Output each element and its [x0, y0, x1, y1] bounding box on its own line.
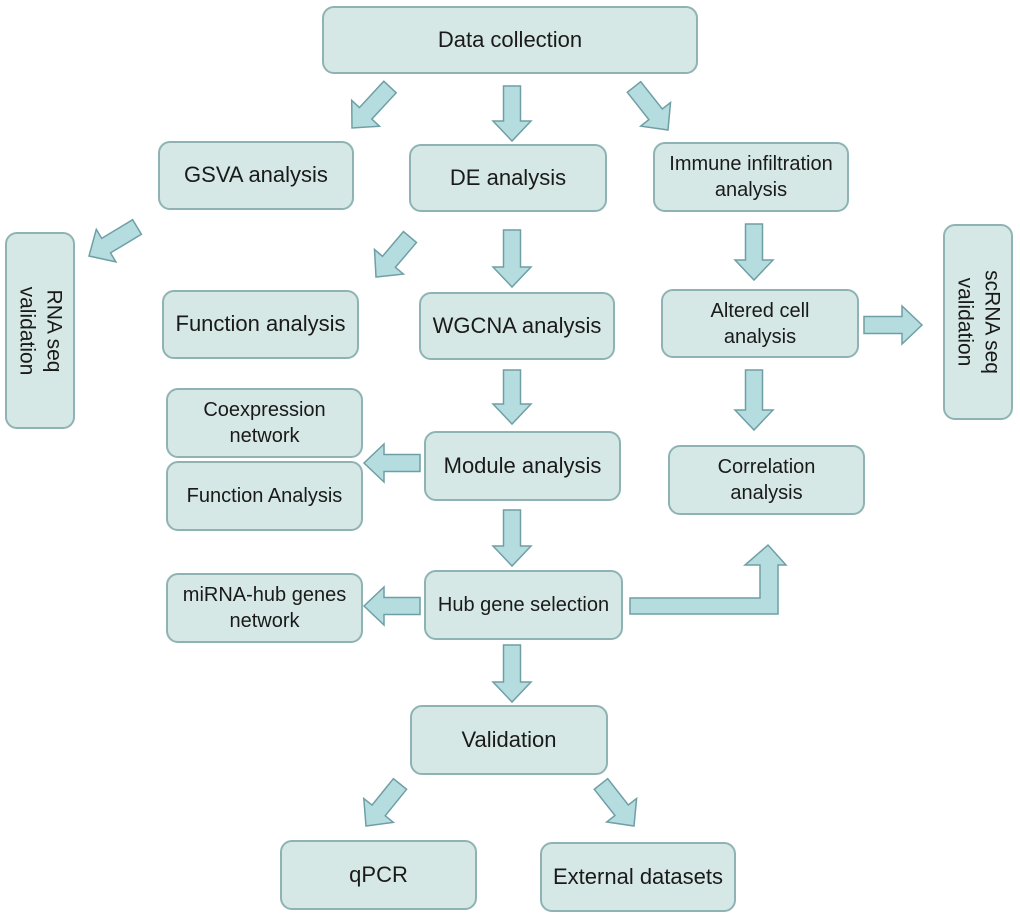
- arrow-data-to-gsva: [350, 80, 398, 129]
- node-immune-infiltration-line-1: Immune infiltration: [669, 153, 833, 175]
- node-rna-seq-validation-line-2: validation: [15, 286, 38, 375]
- node-module-analysis: Module analysis: [424, 431, 621, 501]
- node-correlation-line-2: analysis: [730, 482, 803, 504]
- arrow-altered-to-scrna: [863, 304, 924, 346]
- node-coexpression-line-2: network: [229, 425, 300, 447]
- node-scrna-seq-validation-line-1: scRNA seq: [980, 270, 1004, 374]
- node-data-collection: Data collection: [322, 6, 698, 74]
- node-validation: Validation: [410, 705, 608, 775]
- node-module-analysis-label: Module analysis: [443, 452, 602, 478]
- arrow-data-to-de: [491, 85, 533, 143]
- node-function-analysis-label: Function analysis: [175, 311, 346, 337]
- node-data-collection-label: Data collection: [437, 26, 583, 52]
- node-coexpression-network: Coexpression network: [166, 388, 363, 458]
- node-function-analysis-2-label: Function Analysis: [186, 485, 343, 507]
- node-function-analysis: Function analysis: [162, 290, 359, 359]
- node-immune-infiltration-line-2: analysis: [714, 179, 788, 201]
- node-correlation-analysis: Correlation analysis: [668, 445, 865, 515]
- node-validation-label: Validation: [461, 726, 557, 752]
- node-mirna-network-line-2: network: [229, 610, 300, 632]
- arrow-validation-to-external: [593, 777, 638, 827]
- arrow-altered-to-correlation: [733, 369, 775, 432]
- node-de-analysis: DE analysis: [409, 144, 607, 212]
- node-external-datasets: External datasets: [540, 842, 736, 912]
- arrow-data-to-immune: [626, 80, 672, 131]
- arrow-module-to-hub: [491, 509, 533, 568]
- node-immune-infiltration: Immune infiltration analysis: [653, 142, 849, 212]
- node-external-datasets-label: External datasets: [553, 863, 723, 889]
- node-qpcr: qPCR: [280, 840, 477, 910]
- arrow-immune-to-altered: [733, 223, 775, 282]
- node-scrna-seq-validation-line-2: validation: [953, 277, 976, 367]
- arrow-de-to-wgcna: [491, 229, 533, 289]
- arrow-hub-to-mirna: [362, 585, 421, 627]
- arrow-de-to-function: [373, 230, 418, 278]
- node-coexpression-line-1: Coexpression: [203, 399, 326, 421]
- node-qpcr-label: qPCR: [349, 861, 408, 887]
- node-correlation-line-1: Correlation: [717, 456, 816, 478]
- node-hub-gene-selection-label: Hub gene selection: [437, 594, 610, 616]
- node-wgcna-analysis-label: WGCNA analysis: [432, 312, 602, 338]
- node-rna-seq-validation-line-1: RNA seq: [42, 289, 66, 372]
- arrow-hub-to-correlation: [629, 543, 788, 615]
- node-gsva-analysis: GSVA analysis: [158, 141, 354, 210]
- node-mirna-network-line-1: miRNA-hub genes: [182, 584, 347, 606]
- node-scrna-seq-validation: scRNA seq validation: [943, 224, 1013, 420]
- node-mirna-hub-genes-network: miRNA-hub genes network: [166, 573, 363, 643]
- node-rna-seq-validation: RNA seq validation: [5, 232, 75, 429]
- arrow-validation-to-qpcr: [362, 777, 408, 827]
- node-gsva-analysis-label: GSVA analysis: [184, 162, 328, 188]
- node-altered-cell-line-1: Altered cell: [710, 299, 810, 322]
- node-function-analysis-2: Function Analysis: [166, 461, 363, 531]
- node-altered-cell-line-2: analysis: [723, 325, 797, 348]
- arrow-gsva-to-rna-seq: [88, 218, 143, 264]
- node-wgcna-analysis: WGCNA analysis: [419, 292, 615, 360]
- arrow-module-to-coexpression: [362, 442, 421, 484]
- arrow-wgcna-to-module: [491, 369, 533, 426]
- node-de-analysis-label: DE analysis: [449, 164, 567, 190]
- node-altered-cell-analysis: Altered cell analysis: [661, 289, 859, 358]
- arrow-hub-to-validation: [491, 644, 533, 704]
- node-hub-gene-selection: Hub gene selection: [424, 570, 623, 640]
